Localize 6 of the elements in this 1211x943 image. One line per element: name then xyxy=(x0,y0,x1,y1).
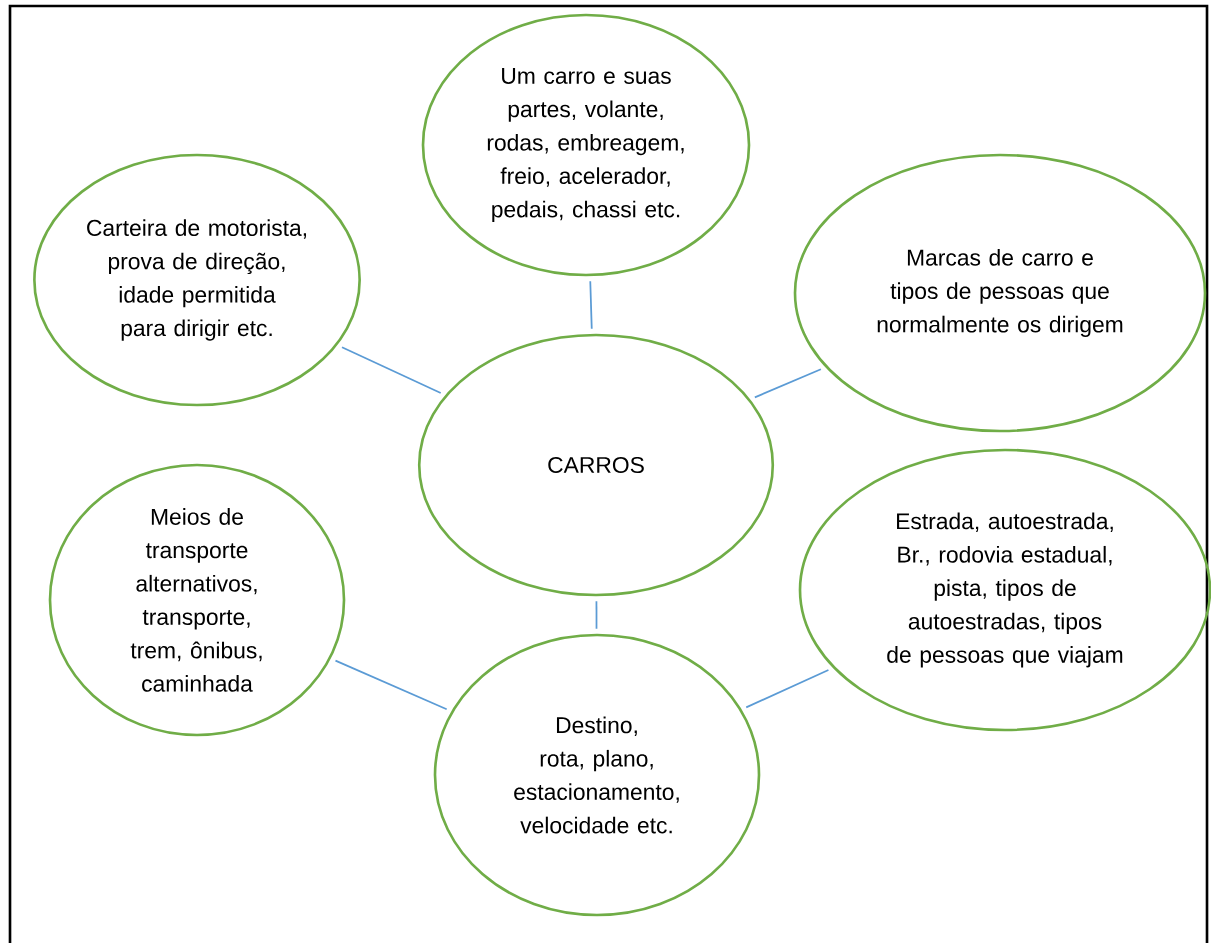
connector-line xyxy=(334,659,448,711)
connector-line xyxy=(595,600,598,630)
connector-line xyxy=(341,346,442,394)
connector-line xyxy=(745,669,830,709)
connector-line xyxy=(589,280,593,330)
connector-line xyxy=(753,368,822,399)
